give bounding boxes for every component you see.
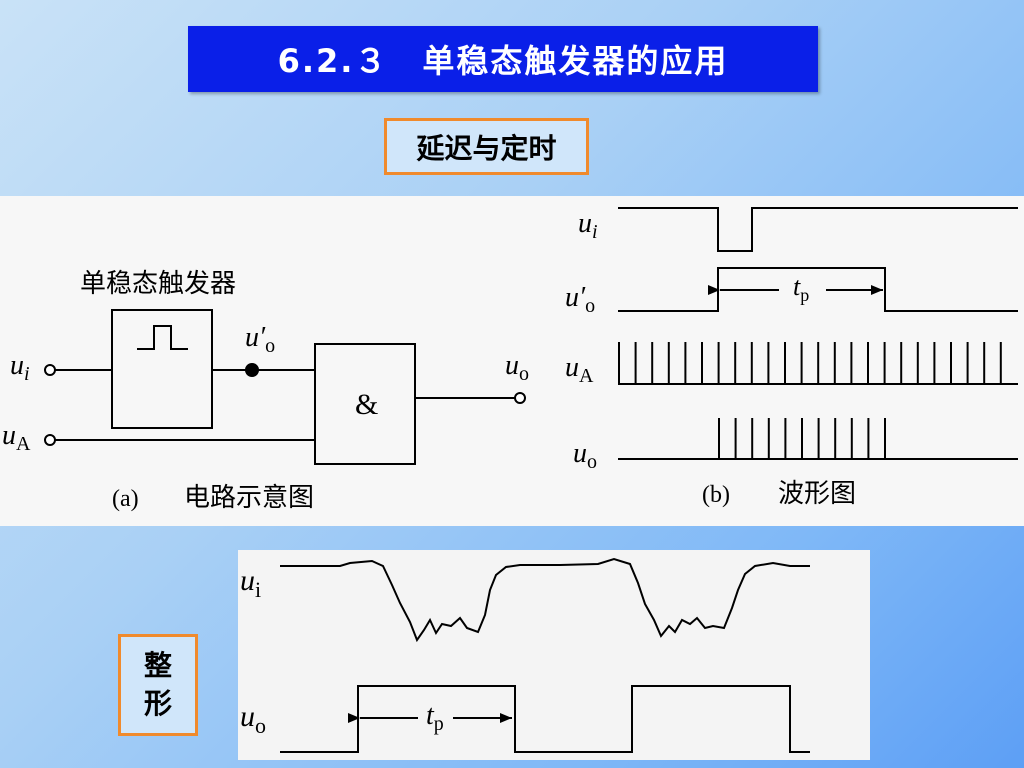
waveform-uo-pulses <box>718 418 886 459</box>
monostable-block-label: 单稳态触发器 <box>80 269 236 299</box>
shaping-uo-label: uo <box>240 700 266 738</box>
waveform-uA-label: uA <box>565 352 594 387</box>
monostable-block <box>111 309 213 429</box>
waveform-ui <box>618 207 1018 252</box>
circuit-uo-label: uo <box>505 350 529 385</box>
circuit-uo-prime-label: u′o <box>245 322 275 357</box>
shaping-waveform-panel <box>238 550 870 760</box>
waveform-ui-label: ui <box>578 208 598 243</box>
shaping-ui-label: ui <box>240 564 261 602</box>
pulse-symbol-icon <box>137 325 188 350</box>
waveform-uo-prime <box>618 267 1018 312</box>
waveform-caption-tag: (b) <box>702 482 730 508</box>
circuit-caption-tag: (a) <box>112 486 139 512</box>
section-label-shaping-char1: 整 <box>143 649 172 682</box>
circuit-uA-label: uA <box>2 420 31 455</box>
waveform-tp-label: tp <box>793 272 809 305</box>
slide-title: 6.2.３ 单稳态触发器的应用 <box>188 26 818 92</box>
section-label-shaping: 整 形 <box>118 634 198 736</box>
waveform-uA-pulses <box>618 342 1002 384</box>
section-label-delay-timing: 延迟与定时 <box>384 118 589 175</box>
waveform-caption-text: 波形图 <box>778 479 856 509</box>
shaping-ui-waveform <box>280 557 810 643</box>
and-gate <box>314 343 416 465</box>
circuit-diagram: 单稳态触发器 & ui uA u′o uo (a) 电 <box>2 269 529 513</box>
shaping-uo-waveform <box>280 685 810 753</box>
waveform-uo-prime-label: u′o <box>565 282 595 317</box>
waveform-uo-label: uo <box>573 438 597 473</box>
uo-output-terminal <box>514 392 526 404</box>
circuit-waveform-panel <box>0 196 1024 526</box>
section-label-shaping-char2: 形 <box>143 687 172 720</box>
shaping-tp-label: tp <box>426 700 444 735</box>
waveform-diagram: tp ui u′o uA uo (b) 波形图 <box>565 207 1018 509</box>
ui-input-terminal <box>44 364 56 376</box>
shaping-diagram: tp ui uo <box>240 557 810 753</box>
uA-input-terminal <box>44 434 56 446</box>
uo-prime-junction <box>245 363 259 377</box>
circuit-ui-label: ui <box>10 350 30 385</box>
circuit-caption-text: 电路示意图 <box>184 483 314 513</box>
and-gate-symbol: & <box>355 388 378 421</box>
